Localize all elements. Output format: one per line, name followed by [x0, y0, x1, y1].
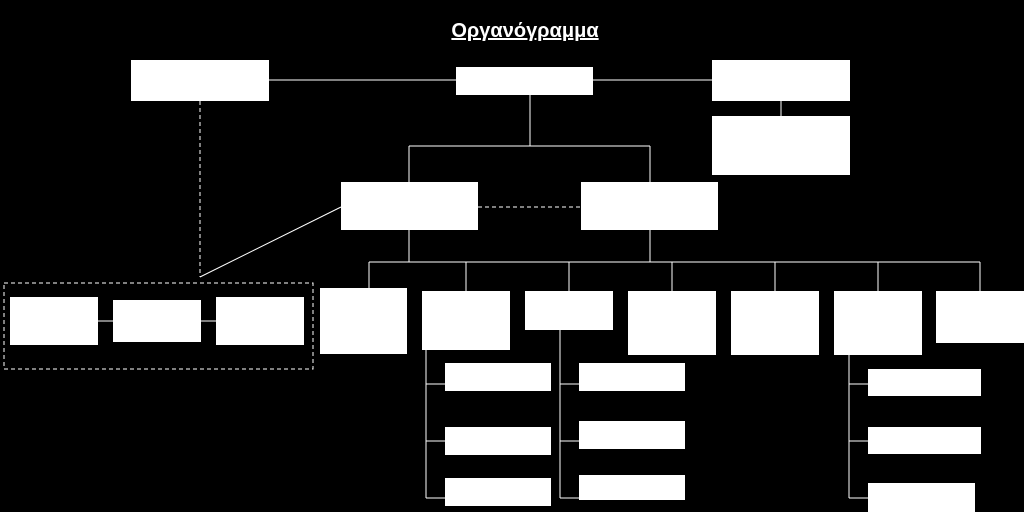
box-level2-right [581, 182, 718, 230]
box-top-right [712, 60, 850, 101]
box-sub-c-3 [868, 483, 975, 512]
box-top-right-sub [712, 116, 850, 175]
box-sub-b-2 [579, 421, 685, 449]
connector-diagonal [199, 206, 342, 278]
box-sub-a-2 [445, 427, 551, 455]
box-sub-c-1 [868, 369, 981, 396]
box-top-center [456, 67, 593, 95]
box-level2-left [341, 182, 478, 230]
dashed-group-outline [3, 282, 314, 370]
box-group-2 [113, 300, 201, 342]
box-sub-a-1 [445, 363, 551, 391]
box-level3-4 [628, 291, 716, 355]
box-level3-6 [834, 291, 922, 355]
box-level3-2 [422, 291, 510, 350]
box-sub-c-2 [868, 427, 981, 454]
box-level3-5 [731, 291, 819, 355]
box-top-left [131, 60, 269, 101]
box-level3-3 [525, 291, 613, 330]
chart-title: Οργανόγραμμα [451, 20, 599, 42]
box-sub-b-3 [579, 475, 685, 500]
box-sub-a-3 [445, 478, 551, 506]
box-group-3 [216, 297, 304, 345]
box-sub-b-1 [579, 363, 685, 391]
box-level3-7 [936, 291, 1024, 343]
box-level3-1 [320, 288, 407, 354]
box-group-1 [10, 297, 98, 345]
